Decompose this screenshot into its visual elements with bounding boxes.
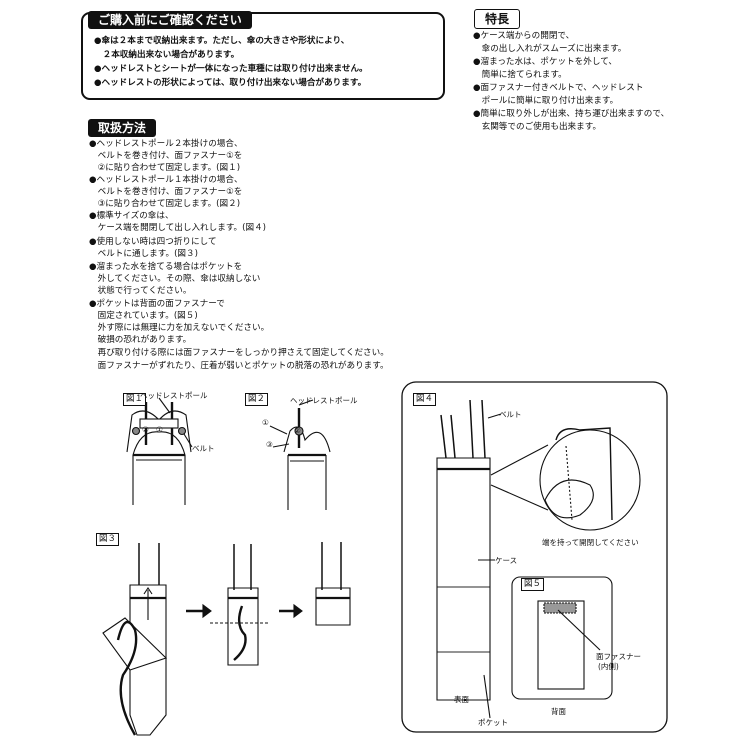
feature-line-1: ●ケース端からの開閉で、 — [473, 31, 575, 41]
feature-line-3: ●溜まった水は、ポケットを外して、 — [473, 57, 617, 67]
figure-1-drawing — [126, 397, 193, 505]
figure-4-pocket-label: ポケット — [478, 718, 508, 727]
figure-5-back-label: 背面 — [551, 707, 566, 716]
figure-2-tag: 図２ — [245, 393, 269, 406]
figure-4-tag: 図４ — [413, 393, 437, 406]
usage-line: ●溜まった水を捨てる場合はポケットを — [89, 262, 243, 272]
figure-2-marker-2: ② — [294, 426, 301, 435]
usage-line: ケース端を開閉して出し入れします。(図４) — [89, 223, 267, 233]
usage-title: 取扱方法 — [88, 119, 157, 137]
usage-line: ●標準サイズの傘は、 — [89, 211, 174, 221]
usage-line: 外す際には無理に力を加えないでください。 — [89, 323, 270, 333]
figure-2-marker-1: ① — [262, 418, 269, 427]
usage-line: ●ヘッドレストポール２本掛けの場合、 — [89, 139, 243, 149]
usage-line: ●ポケットは背面の面ファスナーで — [89, 299, 225, 309]
figure-1-headrest-pole-label: ヘッドレストポール — [140, 391, 208, 400]
usage-line: ②に貼り合わせて固定します。(図１) — [89, 163, 241, 173]
usage-line: ●使用しない時は四つ折りにして — [89, 237, 217, 247]
usage-line: ベルトに通します。(図３) — [89, 249, 198, 259]
feature-line-7: ●簡単に取り外しが出来、持ち運び出来ますので、 — [473, 109, 670, 119]
figure-3-tag: 図３ — [96, 533, 120, 546]
feature-line-5: ●面ファスナー付きベルトで、ヘッドレスト — [473, 83, 644, 93]
figure-5-fastener-label: 面ファスナー — [596, 652, 641, 661]
usage-line: ③に貼り合わせて固定します。(図２) — [89, 199, 241, 209]
usage-line: 固定されています。(図５) — [89, 311, 198, 321]
usage-line: 破損の恐れがあります。 — [89, 335, 192, 345]
figure-3-step-3-drawing — [315, 542, 351, 626]
feature-line-2: 傘の出し入れがスムーズに出来ます。 — [473, 44, 627, 54]
figure-2-marker-3: ③ — [266, 440, 273, 449]
usage-line: 再び取り付ける際には面ファスナーをしっかり押さえて固定してください。 — [89, 348, 389, 358]
figure-4-case-label: ケース — [495, 556, 518, 565]
usage-line: ベルトを巻き付け、面ファスナー①を — [89, 187, 243, 197]
usage-line: ●ヘッドレストポール１本掛けの場合、 — [89, 175, 243, 185]
usage-line: 状態で行ってください。 — [89, 286, 192, 296]
feature-line-4: 簡単に捨てられます。 — [473, 70, 567, 80]
figure-1-tag: 図１ — [123, 393, 147, 406]
usage-line: 外してください。その際、傘は収納しない — [89, 274, 261, 284]
feature-line-8: 玄関等でのご使用も出来ます。 — [473, 122, 602, 132]
confirm-line-1: ●傘は２本まで収納出来ます。ただし、傘の大きさや形状により、 — [94, 36, 350, 46]
confirm-notice-title: ご購入前にご確認ください — [88, 11, 252, 29]
figure-3-step-2-drawing — [210, 544, 270, 666]
usage-line: ベルトを巻き付け、面ファスナー①を — [89, 151, 243, 161]
figure-2-headrest-pole-label: ヘッドレストポール — [290, 396, 358, 405]
figure-4-drawing — [436, 399, 641, 719]
confirm-line-2: ２本収納出来ない場合があります。 — [94, 50, 240, 60]
figure-3-step-1-drawing — [102, 543, 168, 736]
confirm-line-4: ●ヘッドレストの形状によっては、取り付け出来ない場合があります。 — [94, 78, 367, 88]
figure-2-drawing — [269, 399, 331, 510]
figure-1-marker-1: ① — [156, 425, 163, 434]
figure-1-belt-label: ベルト — [192, 444, 215, 453]
figure-4-panel — [401, 381, 668, 733]
figure-5-tag: 図５ — [521, 578, 545, 591]
figure-4-front-label: 表面 — [454, 695, 469, 704]
figure-3-arrows — [186, 603, 303, 619]
confirm-line-3: ●ヘッドレストとシートが一体になった車種には取り付け出来ません。 — [94, 64, 368, 74]
figure-5-drawing — [511, 576, 613, 700]
feature-line-6: ポールに簡単に取り付け出来ます。 — [473, 96, 619, 106]
features-title: 特長 — [474, 9, 521, 29]
figure-4-hold-hint: 端を持って開閉してください — [542, 538, 639, 547]
figure-4-belt-label: ベルト — [499, 410, 522, 419]
usage-line: 面ファスナーがずれたり、圧着が弱いとポケットの脱落の恐れがあります。 — [89, 361, 389, 371]
figure-1-marker-2: ② — [142, 425, 149, 434]
figure-5-inner-label: (内側) — [598, 662, 619, 671]
